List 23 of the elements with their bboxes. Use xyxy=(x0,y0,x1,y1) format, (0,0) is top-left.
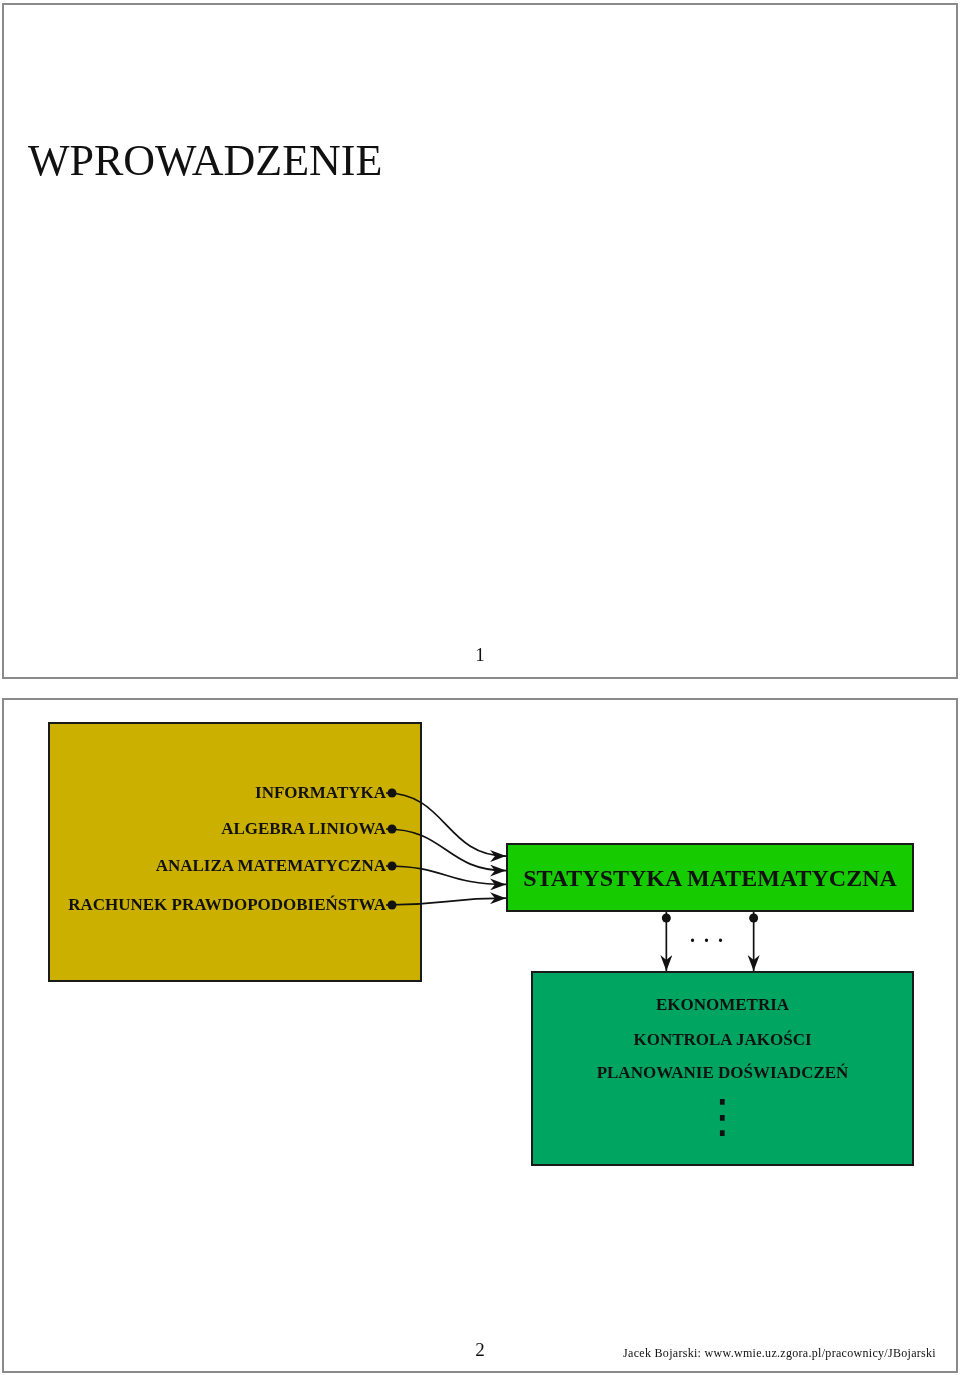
subject-label: INFORMATYKA xyxy=(255,783,386,803)
page-number: 2 xyxy=(475,1340,485,1360)
arrow xyxy=(660,911,673,972)
subject-label: RACHUNEK PRAWDOPODOBIEŃSTWA xyxy=(68,895,386,915)
topic-label: KONTROLA JAKOŚCI xyxy=(633,1030,812,1050)
subject-panel xyxy=(48,722,422,982)
arrow xyxy=(385,824,507,876)
process-box xyxy=(506,843,914,912)
subject-label: ALGEBRA LINIOWA xyxy=(221,819,386,839)
topic-label: PLANOWANIE DOŚWIADCZEŃ xyxy=(596,1063,849,1083)
arrow xyxy=(747,911,760,972)
subject-label: ANALIZA MATEMATYCZNA xyxy=(155,856,386,876)
page-title: WPROWADZENIE xyxy=(28,139,383,183)
ellipsis: ... xyxy=(690,925,732,945)
arrow xyxy=(385,892,507,910)
vertical-ellipsis: ⋮ xyxy=(699,1091,746,1141)
page-number: 1 xyxy=(475,645,485,665)
process-box xyxy=(531,971,914,1166)
arrow xyxy=(385,789,507,861)
arrow xyxy=(385,861,507,890)
topic-label: EKONOMETRIA xyxy=(655,995,790,1015)
box-title: STATYSTYKA MATEMATYCZNA xyxy=(523,863,897,892)
footer-text: Jacek Bojarski: www.wmie.uz.zgora.pl/pracownicy/JBojarski xyxy=(623,1345,936,1361)
